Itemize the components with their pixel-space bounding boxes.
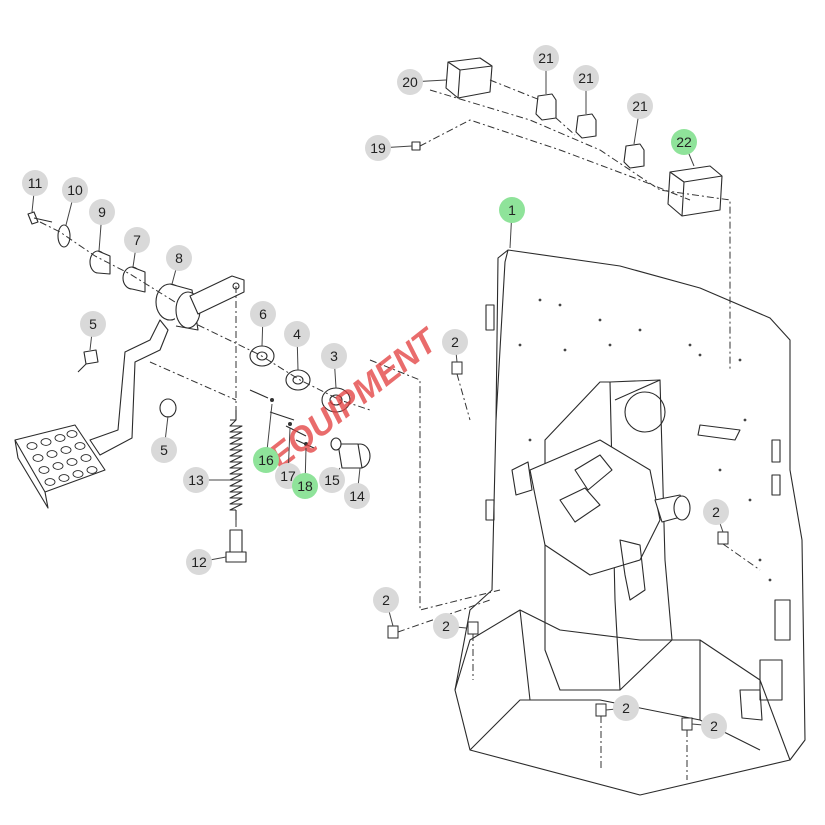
callout-label-c14: 14 <box>349 488 365 504</box>
callout-bubble-c22 <box>671 129 697 155</box>
callout-label-c2c: 2 <box>382 592 390 608</box>
callout-bubble-c6 <box>250 301 276 327</box>
callout-label-c19: 19 <box>370 140 386 156</box>
callout-bubble-c2d <box>433 613 459 639</box>
callout-bubble-c19 <box>365 135 391 161</box>
callout-bubble-c4 <box>284 321 310 347</box>
callout-label-c13: 13 <box>188 472 204 488</box>
panel-bolts <box>387 361 761 780</box>
callout-label-c1: 1 <box>508 202 516 218</box>
callout-bubble-c21a <box>533 45 559 71</box>
callout-bubble-c14 <box>344 483 370 509</box>
callout-label-c4: 4 <box>293 326 301 342</box>
callout-label-c5a: 5 <box>89 316 97 332</box>
callout-bubble-c21c <box>627 93 653 119</box>
callout-bubble-c8 <box>166 245 192 271</box>
callout-label-c16: 16 <box>258 452 274 468</box>
callout-label-c5b: 5 <box>160 442 168 458</box>
console-panel <box>454 249 806 796</box>
callout-label-c2e: 2 <box>622 700 630 716</box>
callout-label-c6: 6 <box>259 306 267 322</box>
callout-bubble-c12 <box>186 549 212 575</box>
callout-bubble-c10 <box>62 177 88 203</box>
callout-bubble-c3 <box>321 343 347 369</box>
callout-bubble-c7 <box>124 227 150 253</box>
callout-label-c2b: 2 <box>712 504 720 520</box>
callout-bubble-c9 <box>89 199 115 225</box>
callout-bubble-c2e <box>613 695 639 721</box>
callout-label-c11: 11 <box>28 175 43 191</box>
callout-bubble-c5a <box>80 311 106 337</box>
callout-label-c22: 22 <box>676 134 692 150</box>
callout-bubble-c2a <box>442 329 468 355</box>
callout-bubble-c1 <box>499 197 525 223</box>
callout-bubble-c18 <box>292 473 318 499</box>
callout-label-c9: 9 <box>98 204 106 220</box>
callout-label-c15: 15 <box>324 472 340 488</box>
callout-bubble-c2b <box>703 499 729 525</box>
relay-assembly <box>411 57 731 370</box>
callout-bubble-c2f <box>701 713 727 739</box>
callout-label-c20: 20 <box>402 74 418 90</box>
callout-label-c21b: 21 <box>578 70 594 86</box>
callout-bubble-c11 <box>22 170 48 196</box>
callout-label-c2f: 2 <box>710 718 718 734</box>
callout-label-c8: 8 <box>175 250 183 266</box>
callout-bubble-c20 <box>397 69 423 95</box>
callout-label-c17: 17 <box>280 468 296 484</box>
callout-bubble-c21b <box>573 65 599 91</box>
callout-label-c21c: 21 <box>632 98 648 114</box>
callout-bubble-c2c <box>373 587 399 613</box>
callout-label-c18: 18 <box>297 478 313 494</box>
callout-label-c7: 7 <box>133 232 141 248</box>
callout-bubble-c16 <box>253 447 279 473</box>
pedal-assembly <box>14 211 501 611</box>
callout-label-c21a: 21 <box>538 50 554 66</box>
callout-label-c2d: 2 <box>442 618 450 634</box>
callout-layer: 1222222345567891011121314151617181920212… <box>22 45 729 739</box>
callout-label-c3: 3 <box>330 348 338 364</box>
callout-label-c12: 12 <box>191 554 207 570</box>
callout-label-c2a: 2 <box>451 334 459 350</box>
callout-bubble-c13 <box>183 467 209 493</box>
callout-label-c10: 10 <box>67 182 83 198</box>
callout-bubble-c5b <box>151 437 177 463</box>
callout-bubble-c15 <box>319 467 345 493</box>
